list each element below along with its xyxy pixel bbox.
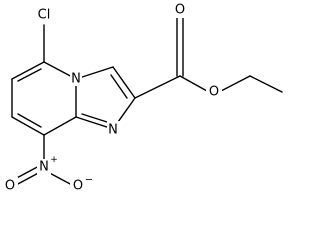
atom-label-nitro-oxygen-right: O − xyxy=(70,175,93,194)
atom-label-chlorine: Cl xyxy=(34,6,54,23)
atom-label-imine-nitrogen: N xyxy=(107,121,120,138)
atom-label-nitro-oxygen-left: O xyxy=(2,177,18,194)
bond-c5-c6 xyxy=(11,61,45,80)
bond-c2-carbonyl xyxy=(134,75,181,99)
bond-c7-c8-inner xyxy=(17,113,42,128)
bond-n1-c8a xyxy=(75,116,114,130)
bond-c7-c8 xyxy=(11,116,45,136)
nitro-nitrogen-label: N xyxy=(39,160,49,175)
bond-carbonyl-ester-o xyxy=(179,75,208,92)
bond-c3-c2-inner xyxy=(110,74,128,99)
bond-c5-c6-inner xyxy=(17,68,42,82)
atom-label-nitro-nitrogen: N + xyxy=(37,155,58,175)
imine-nitrogen-label: N xyxy=(108,123,118,138)
atom-label-ring-nitrogen: N xyxy=(70,70,82,87)
ring-nitrogen-label: N xyxy=(71,72,81,87)
carbonyl-oxygen-label: O xyxy=(175,3,185,18)
nitro-nitrogen-charge: + xyxy=(50,155,58,165)
nitro-oxygen-right-label: O xyxy=(73,179,83,194)
nitro-oxygen-charge: − xyxy=(85,175,93,186)
atom-label-carbonyl-oxygen: O xyxy=(173,2,188,18)
nitro-oxygen-left-label: O xyxy=(5,179,15,194)
bond-ch2-ch3 xyxy=(249,75,283,93)
ester-oxygen-label: O xyxy=(209,85,219,100)
bond-c3-c2 xyxy=(112,66,136,99)
atom-label-ester-oxygen: O xyxy=(206,83,222,100)
bond-ester-o-ch2 xyxy=(220,75,251,92)
chlorine-label: Cl xyxy=(38,8,51,23)
structure-diagram: Cl N N O O N + O O − xyxy=(2,2,283,194)
bond-n1-c8a-inner xyxy=(81,113,108,123)
bond-n4-c3 xyxy=(75,66,114,80)
bond-c8-c8a xyxy=(43,116,77,136)
